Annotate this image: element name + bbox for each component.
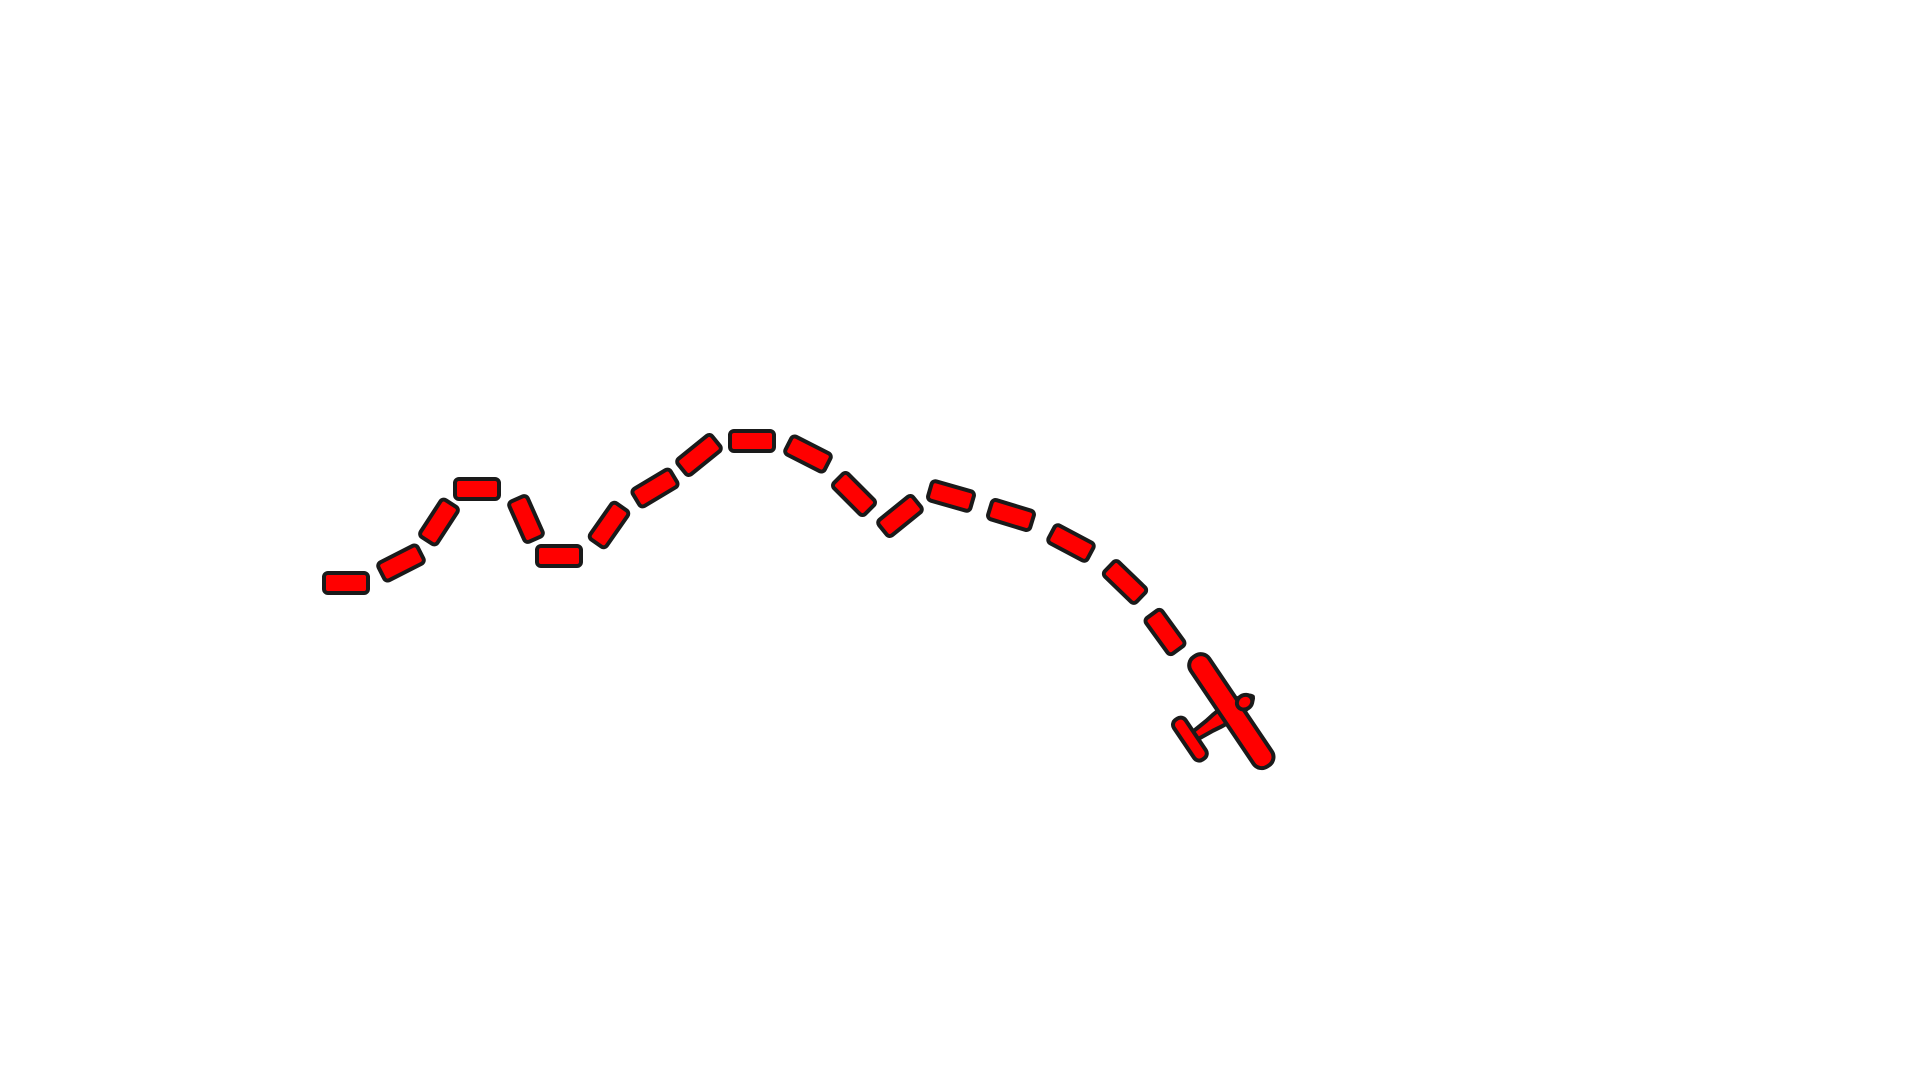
trail-dash bbox=[783, 434, 833, 474]
trail-dash bbox=[675, 433, 723, 477]
trail-dash bbox=[453, 477, 501, 501]
trail-dash bbox=[587, 500, 631, 550]
trail-dash bbox=[322, 571, 370, 595]
trail-dash bbox=[630, 467, 680, 509]
plane-tail bbox=[1170, 715, 1209, 763]
plane-icon bbox=[1170, 652, 1276, 771]
trail-dash bbox=[1143, 607, 1187, 657]
trail-dash bbox=[831, 471, 877, 517]
trail-dash bbox=[926, 479, 976, 513]
trail-dash bbox=[507, 494, 545, 544]
dashed-flight-trail bbox=[322, 429, 1187, 657]
trail-dash bbox=[1046, 523, 1096, 563]
trail-dash bbox=[418, 497, 460, 547]
trail-dash bbox=[876, 494, 924, 538]
trail-dash bbox=[1101, 559, 1149, 605]
trail-dash bbox=[728, 429, 776, 453]
plane-cockpit bbox=[1234, 692, 1255, 712]
trail-dash bbox=[535, 544, 583, 568]
trail-dash bbox=[986, 497, 1036, 533]
trail-dash bbox=[376, 543, 426, 583]
